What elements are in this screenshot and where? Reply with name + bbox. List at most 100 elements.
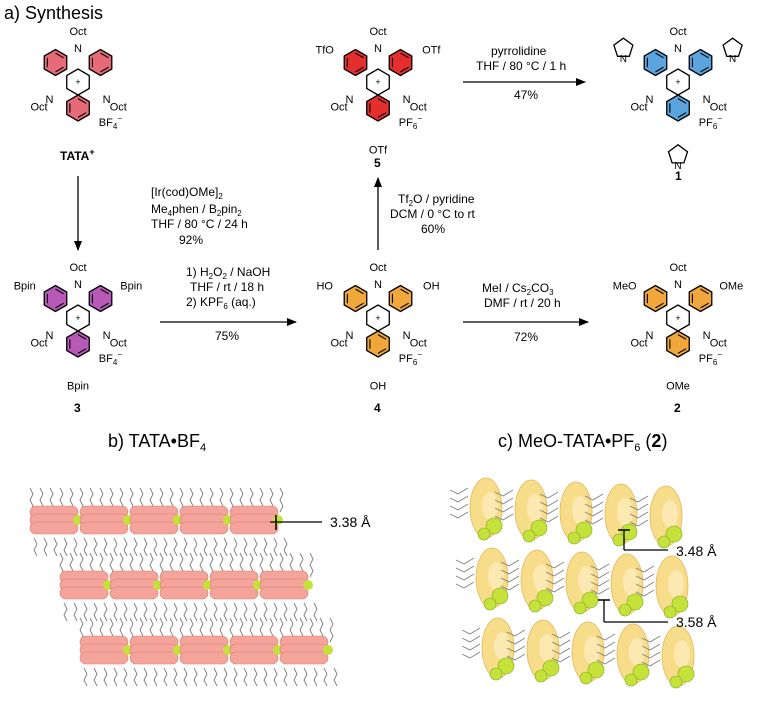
alkyl-chain — [641, 659, 661, 667]
alkyl-chain — [143, 537, 148, 557]
alkyl-chain — [263, 667, 268, 687]
alkyl-chain — [243, 537, 248, 557]
alkyl-chain — [273, 667, 278, 687]
alkyl-chain — [123, 602, 128, 622]
distance-c2: 3.58 Å — [676, 614, 717, 630]
double-bond — [377, 112, 387, 118]
panel-c-title: c) MeO-TATA•PF6 (2) — [498, 431, 667, 454]
double-bond — [77, 98, 87, 104]
substituent-bottom: OTf — [369, 145, 388, 157]
substituent-left: MeO — [613, 280, 637, 292]
alkyl-chain — [545, 577, 565, 585]
alkyl-chain — [133, 537, 138, 557]
core-highlight — [617, 498, 633, 526]
alkyl-chain — [539, 507, 559, 515]
nitrogen-atom: N — [103, 330, 111, 342]
pyrrolidine-nitrogen: N — [674, 161, 681, 172]
double-bond — [377, 334, 387, 340]
alkyl-chain — [500, 567, 520, 575]
stacked-core — [79, 521, 129, 535]
alkyl-chain — [213, 537, 218, 557]
nitrogen-atom: N — [74, 43, 82, 55]
core-highlight — [674, 640, 690, 668]
alkyl-chain — [545, 561, 565, 569]
double-bond — [655, 66, 664, 73]
compound-label-3: 3 — [74, 401, 81, 415]
alkyl-chain — [539, 491, 559, 499]
alkyl-chain — [455, 565, 475, 573]
octyl-group: Oct — [330, 338, 347, 350]
alkyl-chain — [93, 667, 98, 687]
alkyl-chain — [590, 579, 610, 587]
anion — [657, 535, 671, 549]
double-bond — [55, 52, 64, 59]
double-bond — [677, 98, 687, 104]
double-bond — [55, 302, 64, 309]
nitrogen-atom: N — [45, 330, 53, 342]
alkyl-chain — [539, 499, 559, 507]
octyl-group: Oct — [30, 338, 47, 350]
alkyl-chain — [273, 537, 278, 557]
alkyl-chain — [500, 583, 520, 591]
alkyl-chain — [551, 655, 571, 663]
stacked-core — [229, 521, 279, 535]
alkyl-chain — [63, 602, 68, 622]
compound-label-2: 2 — [674, 401, 681, 415]
anion — [530, 519, 548, 537]
anion — [626, 593, 644, 611]
alkyl-chain — [243, 667, 248, 687]
cond-3-4-line3: 2) KPF6 (aq.) — [186, 295, 256, 311]
cond-3-4-yield: 75% — [215, 329, 239, 343]
octyl-group: Oct — [410, 338, 427, 350]
nitrogen-atom: N — [703, 330, 711, 342]
substituent-right: OH — [423, 280, 440, 292]
alkyl-chain — [506, 653, 526, 661]
cond-tata-3-line2: Me4phen / B2pin2 — [151, 202, 242, 218]
alkyl-chain — [596, 633, 616, 641]
charge-plus: + — [675, 313, 680, 323]
pyrrolidine-ring — [667, 143, 689, 164]
double-bond — [400, 288, 409, 295]
cond-4-5-line2: DCM / 0 °C to rt — [390, 207, 475, 221]
double-bond — [700, 302, 709, 309]
anion — [485, 517, 503, 535]
substituent-bottom: Bpin — [67, 381, 89, 393]
double-bond — [77, 334, 87, 340]
alkyl-chain — [455, 573, 475, 581]
anion — [491, 587, 509, 605]
alkyl-chain — [83, 602, 88, 622]
octyl-group: Oct — [710, 102, 727, 114]
cond-4-5-yield: 60% — [421, 222, 445, 236]
alkyl-chain — [494, 513, 514, 521]
crystal-packing-b — [29, 487, 338, 687]
core-highlight — [482, 492, 498, 520]
core-highlight — [629, 638, 645, 666]
nitrogen-atom: N — [345, 330, 353, 342]
alkyl-chain — [635, 573, 655, 581]
alkyl-chain — [233, 602, 238, 622]
cond-5-1-line1: pyrrolidine — [491, 44, 547, 58]
nitrogen-atom: N — [674, 279, 682, 291]
double-bond — [700, 288, 709, 295]
alkyl-chain — [500, 559, 520, 567]
anion — [579, 671, 593, 685]
alkyl-chain — [143, 667, 148, 687]
alkyl-chain — [283, 602, 288, 622]
octyl-group: Oct — [30, 102, 47, 114]
octyl-group: Oct — [669, 26, 686, 38]
double-bond — [100, 66, 109, 73]
octyl-group: Oct — [630, 338, 647, 350]
double-bond — [655, 288, 664, 295]
alkyl-chain — [596, 641, 616, 649]
cond-5-1-yield: 47% — [514, 88, 538, 102]
alkyl-chain — [500, 575, 520, 583]
stacked-core — [79, 651, 129, 665]
nitrogen-atom: N — [403, 94, 411, 106]
alkyl-chain — [635, 565, 655, 573]
alkyl-chain — [83, 667, 88, 687]
